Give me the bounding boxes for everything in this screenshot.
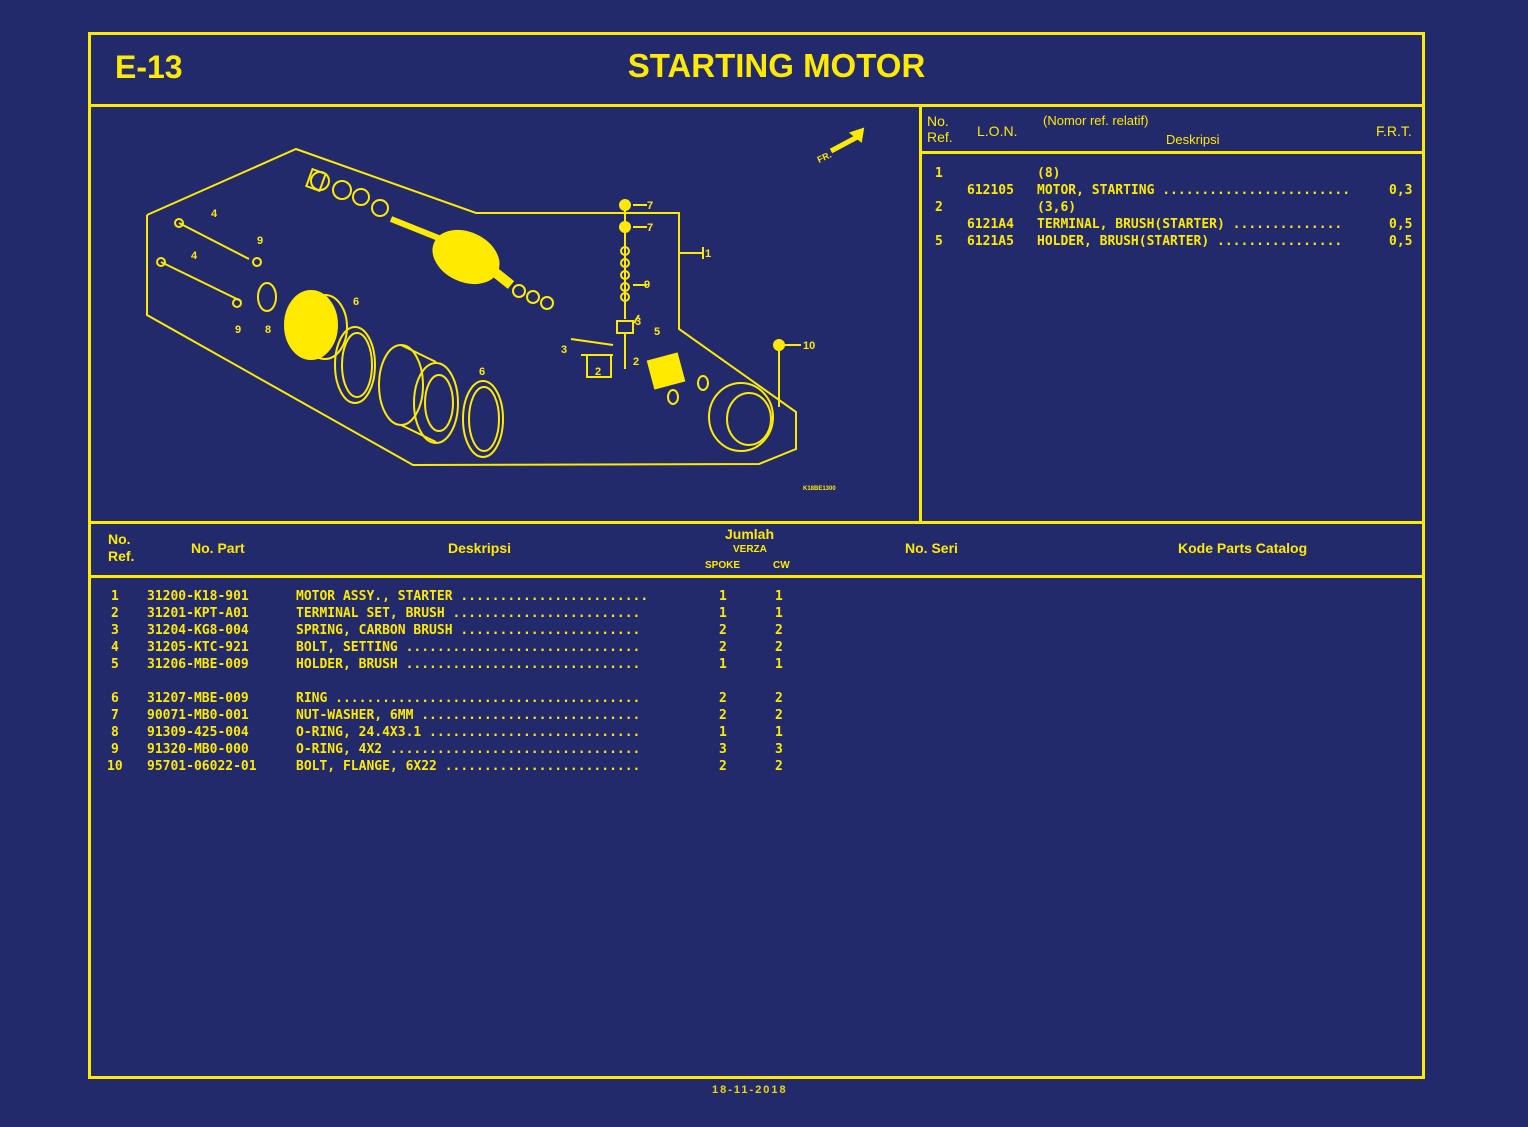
diagram-label: 3: [561, 344, 567, 356]
diagram-label: 4: [211, 208, 218, 220]
parts-header-nopart: No. Part: [191, 540, 245, 556]
diagram-label: 6: [353, 296, 359, 308]
parts-header-spoke: SPOKE: [705, 560, 741, 571]
footer-date: 18-11-2018: [712, 1084, 788, 1096]
table-row: 2 31201-KPT-A01 TERMINAL SET, BRUSH ....…: [111, 606, 783, 621]
table-row: 10 95701-06022-01 BOLT, FLANGE, 6X22 ...…: [107, 759, 783, 774]
parts-header-divider: [91, 575, 1422, 578]
diagram-label: 9: [257, 235, 263, 247]
front-direction-label: FR.: [816, 150, 833, 165]
table-row: 8 91309-425-004 O-RING, 24.4X3.1 .......…: [111, 725, 783, 740]
parts-header-noseri: No. Seri: [905, 540, 958, 556]
parts-header-deskripsi: Deskripsi: [448, 540, 512, 556]
lon-row: 6121A4 TERMINAL, BRUSH(STARTER) ........…: [967, 217, 1413, 232]
diagram-label: 5: [654, 326, 660, 338]
lon-header-divider: [922, 151, 1422, 154]
parts-header-jumlah: Jumlah: [725, 526, 775, 542]
lon-header-deskripsi: Deskripsi: [1166, 132, 1220, 147]
diagram-label: 2: [595, 366, 601, 378]
parts-header-kode: Kode Parts Catalog: [1178, 540, 1308, 556]
exploded-parts-diagram: 4 9 4 9 8 6 6 3 2 7 7 9 3 5 2 1 10 FR. K…: [146, 127, 865, 492]
table-row: 4 31205-KTC-921 BOLT, SETTING ..........…: [111, 640, 783, 655]
catalog-page-frame: E-13 STARTING MOTOR No. Ref. L.O.N. (Nom…: [88, 32, 1425, 1079]
parts-header-noref: No. Ref.: [108, 531, 135, 564]
table-row: 1 31200-K18-901 MOTOR ASSY., STARTER ...…: [111, 589, 783, 604]
table-row: 3 31204-KG8-004 SPRING, CARBON BRUSH ...…: [111, 623, 783, 638]
diagram-label: 3: [635, 316, 641, 328]
lon-row: 5 6121A5 HOLDER, BRUSH(STARTER) ........…: [935, 234, 1413, 249]
diagram-label: 4: [191, 250, 198, 262]
table-row: 5 31206-MBE-009 HOLDER, BRUSH ..........…: [111, 657, 783, 672]
diagram-label: 10: [803, 340, 815, 352]
diagram-label: 8: [265, 324, 271, 336]
diagram-label: 2: [633, 356, 639, 368]
parts-header-verza: VERZA: [733, 544, 767, 555]
page-title: STARTING MOTOR: [627, 47, 926, 84]
table-row: 6 31207-MBE-009 RING ...................…: [111, 691, 783, 706]
parts-table-top-divider: [91, 521, 1422, 524]
section-code: E-13: [115, 49, 183, 85]
header-divider: [91, 104, 1422, 107]
lon-row: 612105 MOTOR, STARTING .................…: [967, 183, 1413, 198]
diagram-label: 7: [647, 200, 653, 212]
lon-header-lon: L.O.N.: [977, 123, 1018, 139]
lon-row: 1 (8): [935, 166, 1061, 181]
lon-header-nomor-ref: (Nomor ref. relatif): [1043, 113, 1149, 128]
drawing-divider: [919, 107, 922, 521]
parts-header-cw: CW: [773, 560, 790, 571]
diagram-label: 9: [235, 324, 241, 336]
diagram-label: 1: [705, 248, 711, 260]
diagram-label: 9: [644, 279, 650, 291]
drawing-code: K18BE1300: [803, 486, 836, 492]
lon-header-frt: F.R.T.: [1376, 123, 1412, 139]
lon-row: 2 (3,6): [935, 200, 1077, 215]
diagram-label: 7: [647, 222, 653, 234]
lon-header-noref: No. Ref.: [927, 113, 953, 145]
table-row: 9 91320-MB0-000 O-RING, 4X2 ............…: [111, 742, 783, 757]
table-row: 7 90071-MB0-001 NUT-WASHER, 6MM ........…: [111, 708, 783, 723]
diagram-label: 6: [479, 366, 485, 378]
